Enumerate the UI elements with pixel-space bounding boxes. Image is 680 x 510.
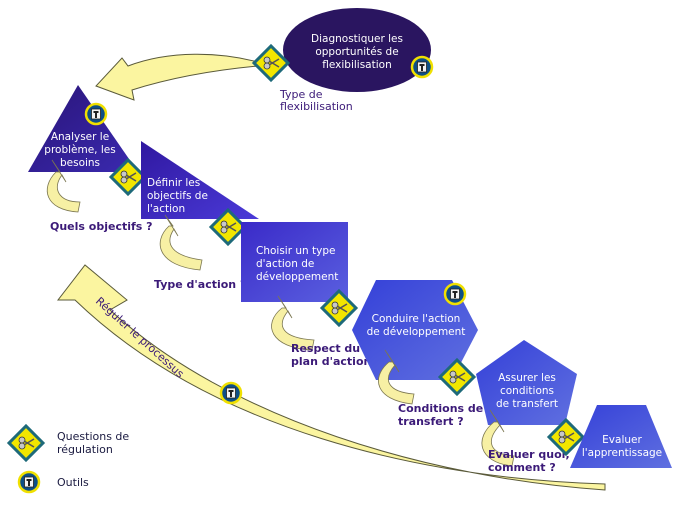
node-definir-line-3: l'action [147, 203, 185, 215]
node-evaluer[interactable]: Evaluer l'apprentissage [570, 405, 672, 468]
node-conduire[interactable]: Conduire l'action de développement [352, 280, 478, 380]
question-diamond-icon-type-flexibilisation[interactable] [252, 44, 290, 82]
question-evaluer-quoi-line-1: Evaluer quoi, [488, 448, 570, 461]
legend-questions-line-1: Questions de [57, 430, 129, 443]
curl-arrow-conditions-transfert [378, 349, 415, 405]
question-respect-plan-line-2: plan d'action ? [291, 355, 382, 368]
legend-tools-label: Outils [57, 476, 89, 489]
flow-arrow-diagnose-to-analyse [95, 53, 259, 101]
node-choisir-line-1: Choisir un type [256, 245, 335, 257]
node-conduire-line-2: de développement [367, 326, 466, 338]
tool-icon-diagnostiquer[interactable] [410, 55, 434, 79]
node-evaluer-line-1: Evaluer [602, 434, 642, 446]
tool-icon-conduire[interactable] [443, 282, 467, 306]
node-analyser-line-1: Analyser le [51, 131, 109, 143]
question-conditions-transfert-line-2: transfert ? [398, 415, 464, 428]
legend-questions-line-2: régulation [57, 443, 113, 456]
node-definir-line-1: Définir les [147, 177, 200, 189]
legend-question-diamond-icon [7, 424, 45, 462]
node-definir-line-2: objectifs de [147, 190, 208, 202]
tool-icon-analyser[interactable] [84, 102, 108, 126]
question-evaluer-quoi-line-2: comment ? [488, 461, 556, 474]
node-assurer[interactable]: Assurer les conditions de transfert [476, 340, 577, 425]
node-assurer-line-1: Assurer les [498, 372, 556, 384]
node-choisir-line-2: d'action de [256, 258, 314, 270]
legend-tool-icon [17, 470, 41, 494]
curl-arrow-respect-plan [271, 295, 315, 351]
curl-arrow-type-action [159, 214, 203, 271]
node-assurer-line-3: de transfert [496, 398, 558, 410]
node-diagnostiquer-line-2: opportunités de [315, 46, 398, 58]
curl-arrow-evaluer-quoi [481, 409, 515, 467]
question-respect-plan-line-1: Respect du [291, 342, 360, 355]
node-analyser[interactable]: Analyser le problème, les besoins [28, 85, 138, 172]
question-conditions-transfert-line-1: Conditions de [398, 402, 483, 415]
question-type-flexibilisation-line-2: flexibilisation [280, 100, 353, 113]
node-conduire-line-1: Conduire l'action [372, 313, 461, 325]
node-assurer-line-2: conditions [500, 385, 554, 397]
node-evaluer-line-2: l'apprentissage [582, 447, 662, 459]
node-choisir-line-3: développement [256, 271, 338, 283]
feedback-arrow-label: Réguler le processus [93, 295, 187, 381]
node-analyser-line-3: besoins [60, 157, 100, 169]
curl-arrow-quels-objectifs [46, 159, 81, 213]
question-type-flexibilisation-line-1: Type de [279, 88, 323, 101]
node-analyser-line-2: problème, les [44, 144, 115, 156]
node-definir[interactable]: Définir les objectifs de l'action [141, 141, 259, 219]
node-choisir[interactable]: Choisir un type d'action de développemen… [241, 222, 348, 302]
feedback-arrow-reguler [56, 264, 606, 491]
tool-icon-feedback[interactable] [219, 381, 243, 405]
node-diagnostiquer[interactable]: Diagnostiquer les opportunités de flexib… [283, 8, 431, 92]
node-diagnostiquer-line-1: Diagnostiquer les [311, 33, 403, 45]
question-quels-objectifs: Quels objectifs ? [50, 220, 153, 233]
node-diagnostiquer-line-3: flexibilisation [322, 59, 391, 71]
question-type-action: Type d'action ? [154, 278, 246, 291]
